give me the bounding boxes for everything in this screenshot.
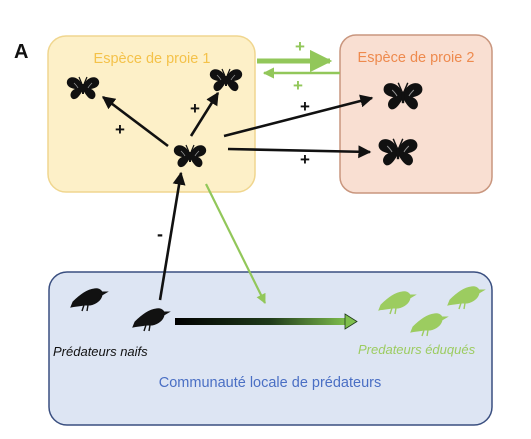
prey-species-1-label: Espèce de proie 1 [94, 51, 211, 67]
arrow-center-to-upper-left-butterfly [101, 95, 169, 148]
sign-plus-upper-left: + [115, 120, 125, 139]
prey-species-2-label: Espèce de proie 2 [358, 50, 475, 66]
arrow-naive-predator-to-prey [158, 171, 186, 301]
arrow-center-to-prey2-upper [223, 94, 374, 138]
panel-letter: A [14, 41, 28, 63]
sign-plus-prey2-upper: + [300, 97, 310, 116]
arrow-center-to-upper-right-butterfly [189, 91, 220, 137]
sign-plus-upper-right: + [190, 99, 200, 118]
education-arrow [175, 313, 358, 330]
sign-plus-prey1-to-prey2: + [295, 37, 305, 56]
sign-plus-prey2-to-prey1: + [293, 76, 303, 95]
naive-predators-label: Prédateurs naifs [53, 344, 148, 359]
sign-minus-predation: - [157, 224, 163, 244]
sign-plus-prey2-lower: + [300, 150, 310, 169]
prey-species-2-box [339, 34, 493, 194]
arrow-prey-to-educated-predators [205, 183, 266, 304]
educated-predators-label: Predateurs éduqués [358, 342, 476, 357]
predator-community-label: Communauté locale de prédateurs [159, 375, 381, 391]
arrow-center-to-prey2-lower [227, 145, 372, 159]
